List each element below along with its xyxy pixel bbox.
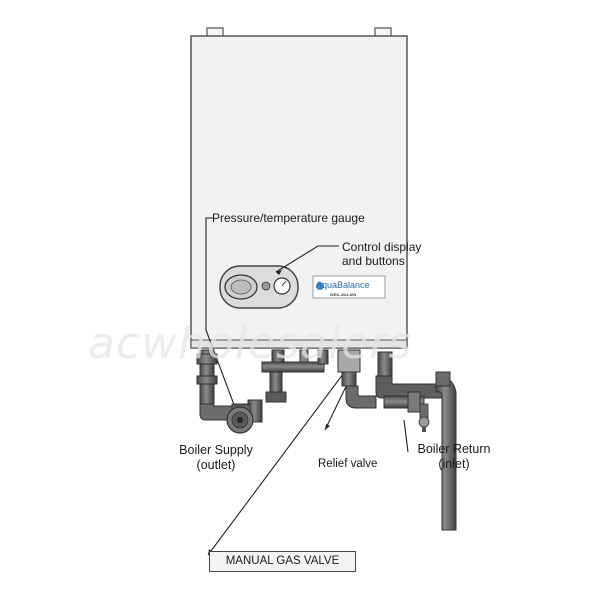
label-boiler-supply-outlet: (outlet) <box>196 458 236 472</box>
label-control-display: Control display <box>342 240 422 254</box>
cabinet-bottom-panel <box>190 339 408 349</box>
label-manual-gas-valve: MANUAL GAS VALVE <box>209 551 356 572</box>
label-boiler-return: Boiler Return <box>417 442 491 456</box>
drain-valve-icon <box>418 403 430 432</box>
brand-plate <box>312 275 386 299</box>
leader-lines <box>205 217 409 556</box>
label-boiler-supply: Boiler Supply <box>179 443 253 457</box>
gas-piping <box>261 349 329 403</box>
brand-drop-icon <box>316 282 324 290</box>
control-display <box>219 265 299 309</box>
brand-name: AquaBalance <box>316 280 370 290</box>
label-boiler-return-inlet: (inlet) <box>438 457 470 471</box>
label-pressure-gauge: Pressure/temperature gauge <box>212 211 365 225</box>
boiler-cabinet <box>190 35 408 349</box>
relief-valve <box>337 349 377 409</box>
label-control-buttons: and buttons <box>342 254 405 268</box>
watermark-text: acwholesalers <box>88 318 413 369</box>
return-piping <box>375 351 457 531</box>
brand-maker: WEIL-McLAIN <box>330 292 357 297</box>
circulator-pump-icon <box>226 406 254 434</box>
label-relief-valve: Relief valve <box>318 458 378 470</box>
